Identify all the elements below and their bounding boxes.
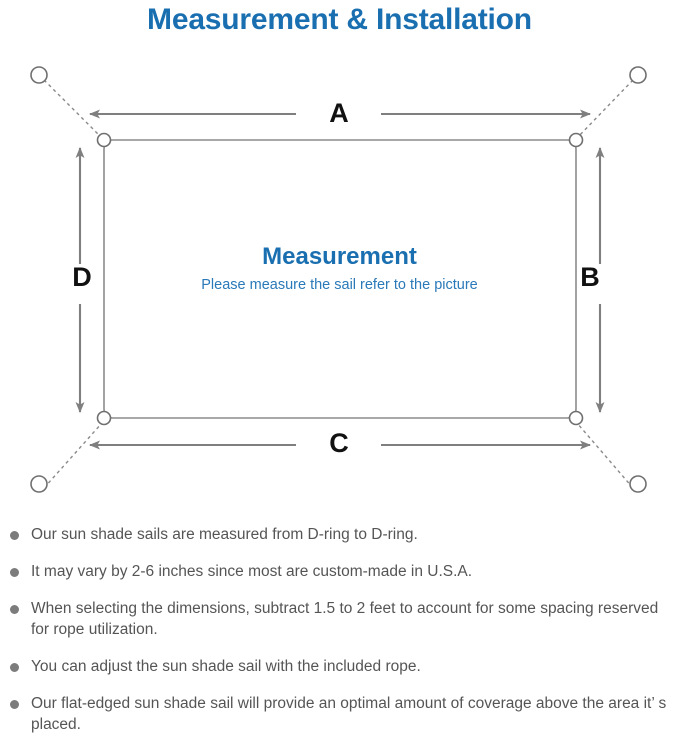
note-item: Our sun shade sails are measured from D-… xyxy=(0,524,679,545)
bullet-icon xyxy=(10,531,19,540)
d-ring-bottom-right xyxy=(568,410,584,426)
rope-top-left xyxy=(43,79,103,139)
bullet-icon xyxy=(10,605,19,614)
anchor-ring-bottom-right xyxy=(629,475,647,493)
bullet-icon xyxy=(10,663,19,672)
notes-list: Our sun shade sails are measured from D-… xyxy=(0,524,679,751)
rope-top-right xyxy=(576,79,634,139)
dimension-label-a: A xyxy=(329,98,349,128)
d-ring-top-right xyxy=(568,132,584,148)
anchor-ring-top-right xyxy=(629,66,647,84)
note-text: Our flat-edged sun shade sail will provi… xyxy=(31,695,667,733)
note-text: When selecting the dimensions, subtract … xyxy=(31,600,659,638)
note-item: It may vary by 2-6 inches since most are… xyxy=(0,561,679,582)
note-text: Our sun shade sails are measured from D-… xyxy=(31,526,418,543)
anchor-ring-bottom-left xyxy=(30,475,48,493)
note-text: You can adjust the sun shade sail with t… xyxy=(31,658,421,675)
sail-body xyxy=(103,139,577,419)
dimension-label-b: B xyxy=(580,262,600,292)
page-title: Measurement & Installation xyxy=(147,3,532,36)
dimension-label-c: C xyxy=(329,428,349,458)
dimension-label-d: D xyxy=(72,262,92,292)
rope-bottom-right xyxy=(576,422,634,489)
note-item: You can adjust the sun shade sail with t… xyxy=(0,656,679,677)
sail-subheading: Please measure the sail refer to the pic… xyxy=(201,277,478,293)
anchor-rings xyxy=(30,66,647,493)
rope-lines xyxy=(43,79,634,489)
rope-bottom-left xyxy=(43,422,103,489)
d-ring-top-left xyxy=(96,132,112,148)
sail-measurement-diagram xyxy=(0,46,679,516)
d-rings xyxy=(96,132,584,426)
note-item: Our flat-edged sun shade sail will provi… xyxy=(0,693,679,735)
sail-heading: Measurement xyxy=(262,243,417,270)
note-item: When selecting the dimensions, subtract … xyxy=(0,598,679,640)
note-text: It may vary by 2-6 inches since most are… xyxy=(31,563,473,580)
anchor-ring-top-left xyxy=(30,66,48,84)
bullet-icon xyxy=(10,568,19,577)
bullet-icon xyxy=(10,700,19,709)
d-ring-bottom-left xyxy=(96,410,112,426)
